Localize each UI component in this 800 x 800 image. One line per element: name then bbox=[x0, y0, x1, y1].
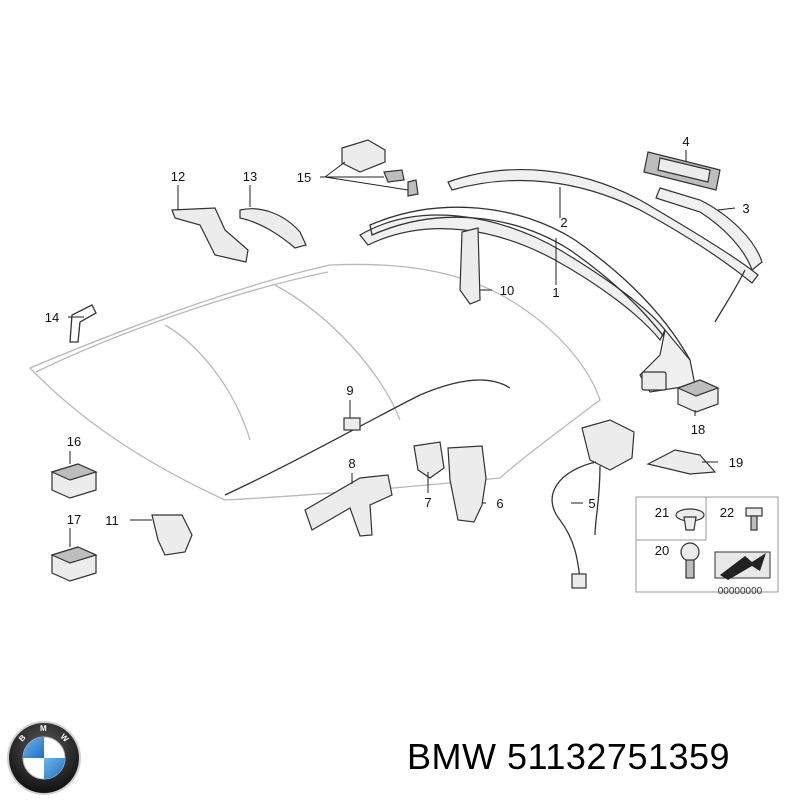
callout-4: 4 bbox=[682, 134, 689, 149]
callout-15: 15 bbox=[297, 170, 311, 185]
bmw-logo-icon: B M W bbox=[7, 721, 81, 795]
diagram-code-label: 00000000 bbox=[718, 586, 763, 597]
part-10-post bbox=[459, 227, 481, 305]
callout-1: 1 bbox=[552, 285, 559, 300]
callout-labels: 1 2 3 4 5 6 7 8 9 10 11 12 13 14 15 16 1… bbox=[45, 134, 763, 597]
callout-22: 22 bbox=[720, 505, 734, 520]
part-16-foam-block bbox=[50, 463, 98, 499]
part-6-lock-housing bbox=[447, 445, 487, 523]
callout-7: 7 bbox=[424, 495, 431, 510]
part-14-wire-clip bbox=[69, 304, 97, 343]
part-3-seal-trim bbox=[655, 187, 763, 323]
part-8-support-plate bbox=[304, 474, 393, 537]
callout-14: 14 bbox=[45, 310, 59, 325]
part-20-screw bbox=[680, 542, 700, 579]
callout-5: 5 bbox=[588, 496, 595, 511]
part-19-cover-plate bbox=[646, 449, 717, 475]
brand-name: BMW bbox=[407, 736, 497, 777]
part-12-hinge-bracket bbox=[171, 207, 249, 263]
part-number: 51132751359 bbox=[507, 736, 731, 777]
part-13-trim-panel bbox=[239, 208, 307, 249]
callout-21: 21 bbox=[655, 505, 669, 520]
callout-12: 12 bbox=[171, 169, 185, 184]
logo-letter-m: M bbox=[40, 724, 47, 733]
callout-9: 9 bbox=[346, 383, 353, 398]
convertible-top-outline bbox=[28, 263, 601, 501]
part-9-cable bbox=[224, 379, 511, 496]
logo-letter-b: B bbox=[17, 733, 28, 744]
callout-6: 6 bbox=[496, 496, 503, 511]
callout-17: 17 bbox=[67, 512, 81, 527]
part-18-foam-block bbox=[676, 379, 720, 413]
callout-13: 13 bbox=[243, 169, 257, 184]
callout-19: 19 bbox=[729, 455, 743, 470]
part-5-lock-with-cable bbox=[551, 419, 635, 589]
part-2-seal-strip bbox=[447, 169, 759, 284]
callout-8: 8 bbox=[348, 456, 355, 471]
part-number-caption: BMW 51132751359 bbox=[407, 736, 730, 778]
part-7-pin-bracket bbox=[413, 441, 445, 479]
callout-20: 20 bbox=[655, 543, 669, 558]
fastener-detail-box bbox=[635, 496, 779, 593]
part-21-expanding-rivet bbox=[675, 508, 705, 531]
callout-16: 16 bbox=[67, 434, 81, 449]
part-11-latch-bracket bbox=[151, 514, 193, 556]
callout-18: 18 bbox=[691, 422, 705, 437]
arrow-label-icon bbox=[714, 551, 771, 580]
callout-3: 3 bbox=[742, 201, 749, 216]
part-4-bracket-strip bbox=[643, 151, 721, 191]
callout-11: 11 bbox=[105, 513, 119, 528]
leader-lines bbox=[68, 150, 736, 547]
callout-10: 10 bbox=[500, 283, 514, 298]
part-15-clip-set bbox=[341, 139, 419, 197]
part-22-bolt bbox=[745, 507, 763, 531]
callout-2: 2 bbox=[560, 215, 567, 230]
part-1-roof-frame-rail bbox=[359, 206, 696, 393]
part-17-foam-block bbox=[50, 546, 98, 582]
